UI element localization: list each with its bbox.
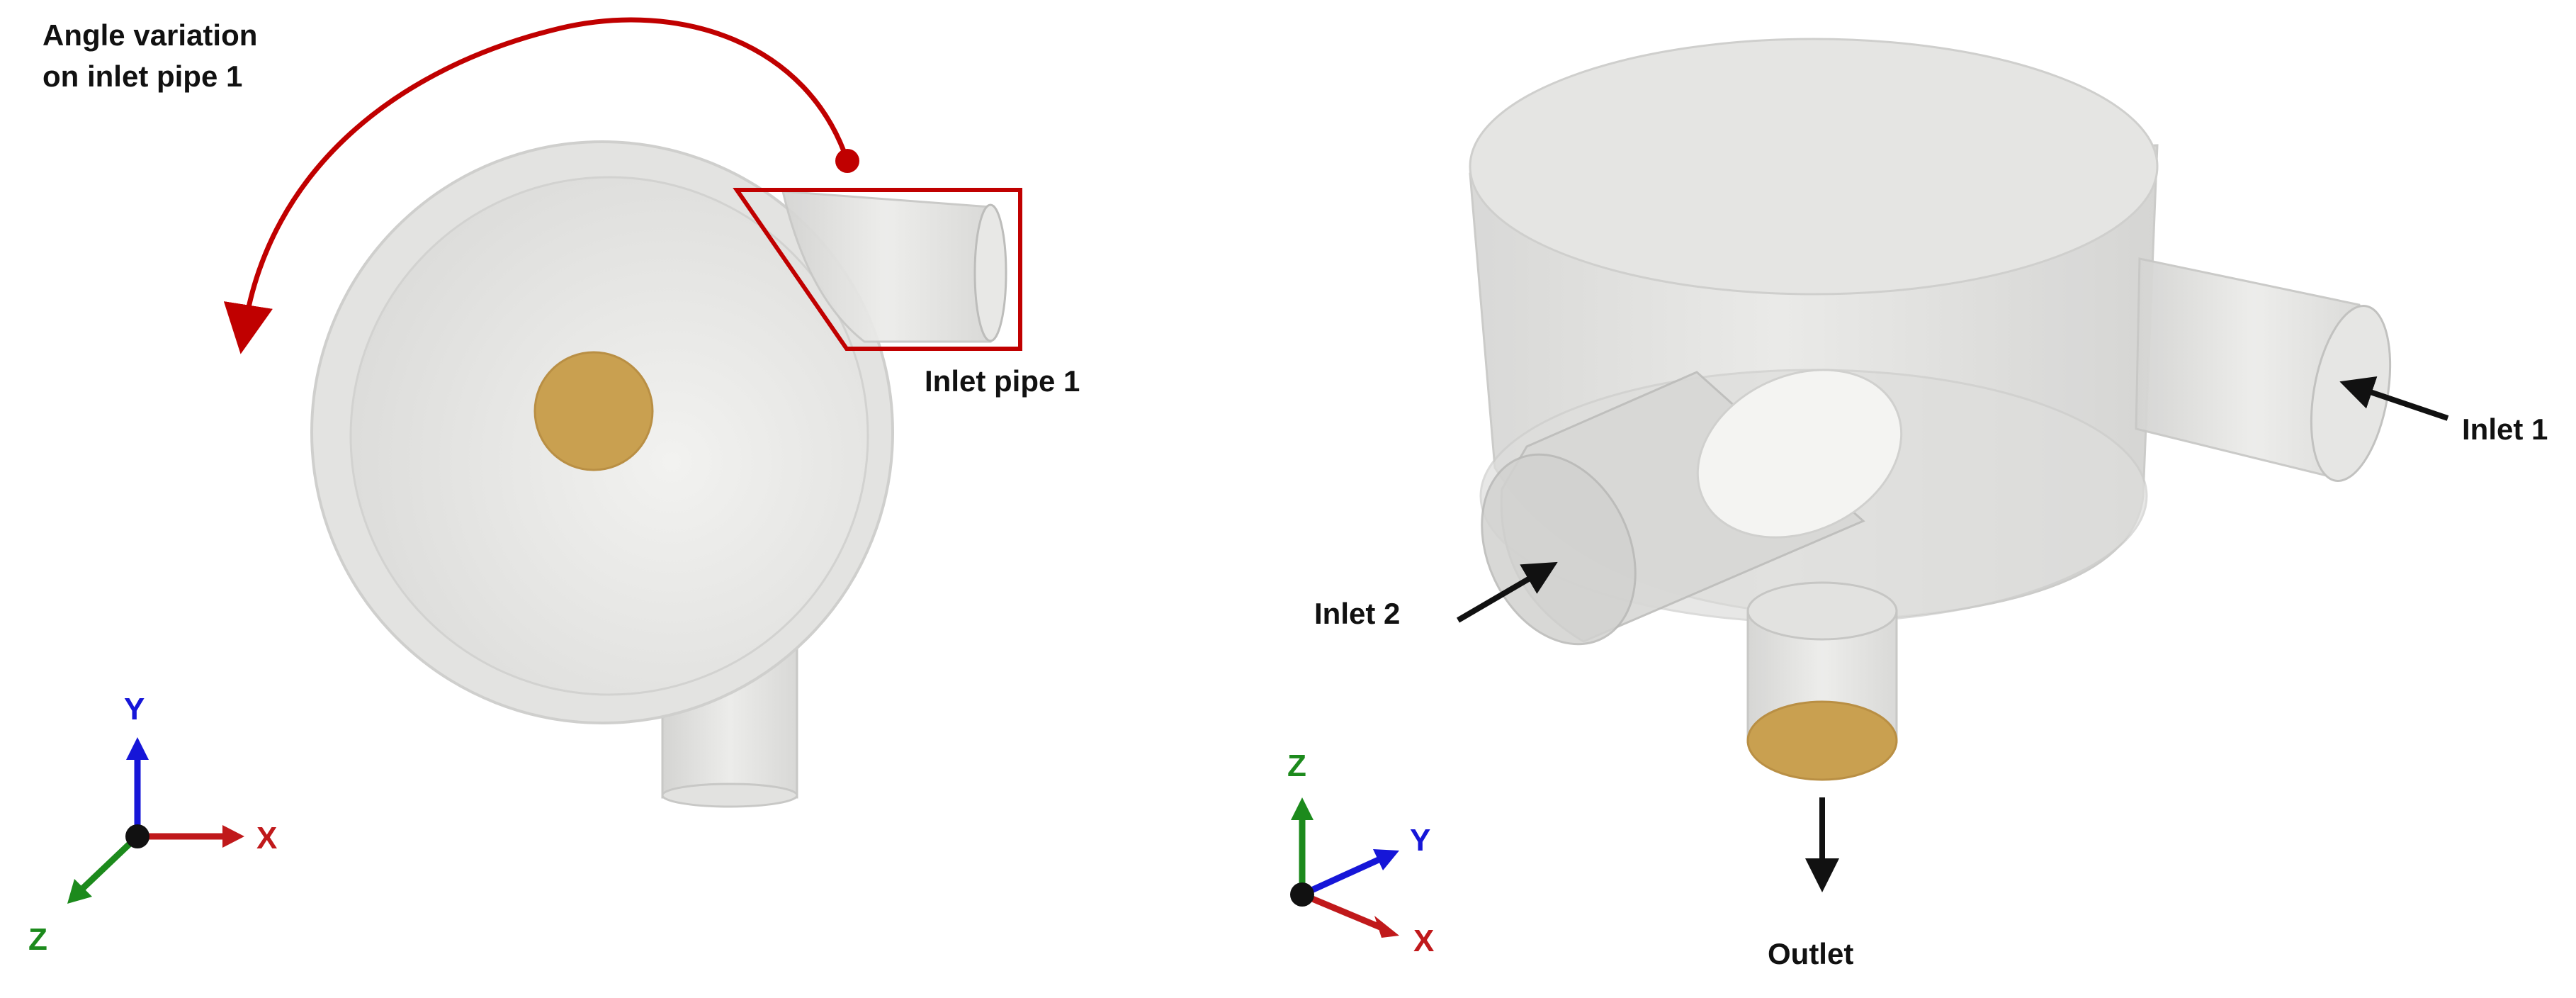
- right-view: Inlet 1 Inlet 2 Outlet Z Y X: [1287, 38, 2548, 970]
- axis-origin: [125, 824, 149, 848]
- outlet-annotation: Outlet: [1768, 797, 1853, 970]
- z-axis-label: Z: [28, 922, 47, 957]
- x-axis-arrowhead: [222, 825, 244, 848]
- x-axis-label: X: [256, 821, 277, 856]
- angle-variation-arrow: [223, 17, 859, 354]
- inlet-2-label: Inlet 2: [1314, 597, 1400, 630]
- z-axis-arrow: [79, 834, 140, 892]
- y-axis-label: Y: [124, 692, 145, 727]
- x-axis-label: X: [1413, 924, 1434, 958]
- inlet-2-outer-opening: [1481, 453, 1637, 646]
- inlet-2-annotation: Inlet 2: [1314, 561, 1558, 630]
- axis-origin: [1290, 882, 1314, 907]
- vessel-top-face: [1469, 38, 2159, 296]
- vessel-top-view: [310, 140, 894, 724]
- inlet-1-arrow: [2339, 376, 2449, 421]
- axis-triad-left: Y X Z: [28, 692, 277, 957]
- angle-variation-label-line2: on inlet pipe 1: [43, 60, 242, 93]
- y-axis-arrowhead: [126, 737, 149, 760]
- left-view: Angle variation on inlet pipe 1 Inlet pi…: [28, 17, 1080, 957]
- inlet-pipe-1: [781, 190, 1007, 343]
- inlet-pipe-highlight-box: [733, 188, 1022, 351]
- angle-variation-label-line1: Angle variation: [43, 18, 257, 52]
- y-axis-arrow: [1301, 856, 1382, 898]
- z-axis-arrowhead: [1291, 797, 1314, 820]
- x-axis-arrowhead: [1374, 916, 1399, 938]
- inlet-2-pipe: [1481, 369, 1903, 646]
- y-axis-arrowhead: [1373, 849, 1399, 870]
- inlet-pipe-1-label: Inlet pipe 1: [925, 364, 1080, 398]
- z-axis-label: Z: [1287, 748, 1306, 783]
- outlet-label: Outlet: [1768, 937, 1853, 970]
- inlet-1-annotation: Inlet 1: [2339, 376, 2548, 446]
- inlet-2-arrow: [1456, 561, 1558, 623]
- y-axis-label: Y: [1410, 823, 1430, 858]
- arrow-start-dot: [835, 149, 859, 173]
- inlet-2-inner-opening: [1696, 369, 1903, 539]
- x-axis-arrow: [1301, 891, 1382, 931]
- inlet-1-pipe: [2135, 257, 2392, 482]
- inlet-1-label: Inlet 1: [2462, 413, 2548, 446]
- axis-triad-right: Z Y X: [1287, 748, 1434, 958]
- outlet-face: [533, 351, 654, 471]
- outlet-face: [1746, 700, 1898, 781]
- outlet-pipe: [1746, 581, 1898, 781]
- z-axis-arrowhead: [67, 879, 92, 904]
